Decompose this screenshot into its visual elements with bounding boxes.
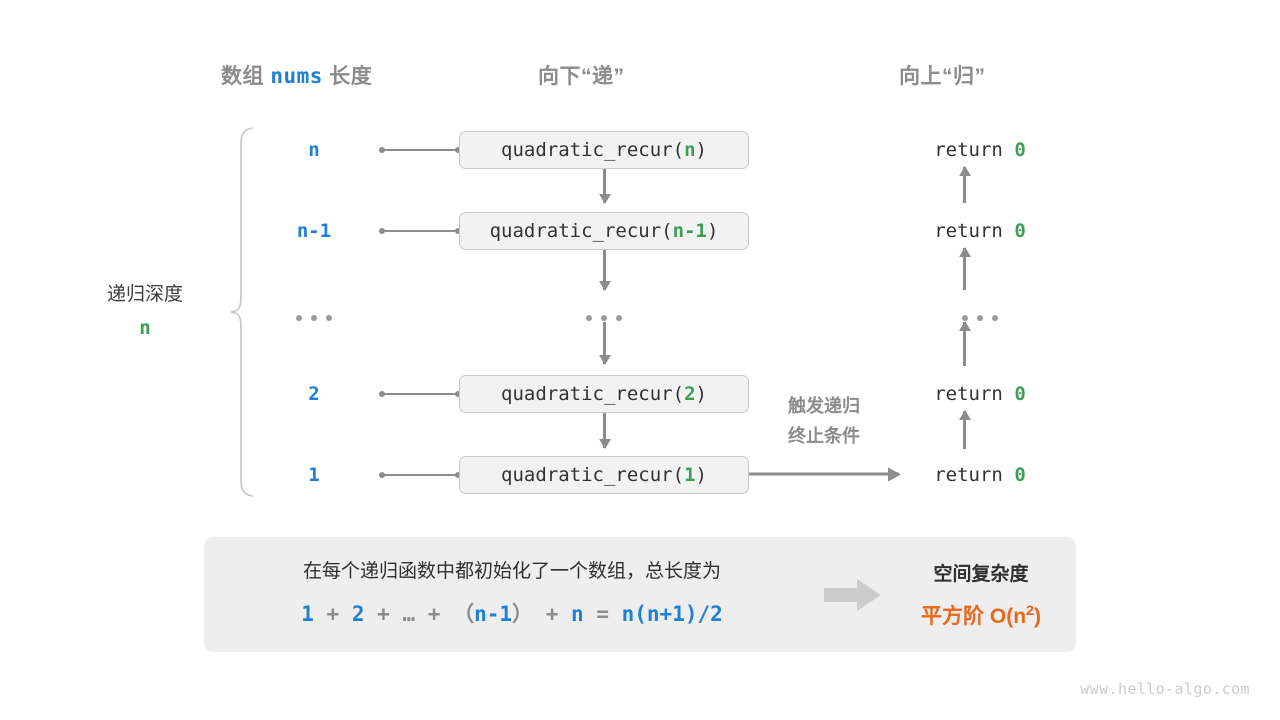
site-watermark: www.hello-algo.com xyxy=(1080,680,1250,698)
function-call-arg: 1 xyxy=(684,464,696,486)
function-call-suffix: ) xyxy=(695,139,707,161)
descend-arrow-1 xyxy=(603,169,606,203)
function-call-arg: n xyxy=(684,139,696,161)
return-value: 0 xyxy=(1014,220,1026,242)
array-length-value: n-1 xyxy=(296,220,332,242)
complexity-exponent: 2 xyxy=(1026,603,1034,619)
row-connector-line xyxy=(380,230,460,232)
return-value: 0 xyxy=(1014,383,1026,405)
ascend-arrow-1 xyxy=(963,167,966,203)
space-complexity-value: 平方阶 O(n2) xyxy=(886,600,1076,630)
function-call-box[interactable]: quadratic_recur(2) xyxy=(459,375,749,413)
depth-brace-icon xyxy=(230,127,253,497)
complexity-label: 平方阶 xyxy=(921,605,985,628)
function-call-box[interactable]: quadratic_recur(1) xyxy=(459,456,749,494)
formula-equals: = xyxy=(596,601,609,626)
function-call-box[interactable]: quadratic_recur(n) xyxy=(459,131,749,169)
array-length-ellipsis-icon xyxy=(258,308,370,321)
formula-paren-open: （ xyxy=(453,601,475,626)
return-keyword: return xyxy=(934,383,1003,405)
column-header-ascend: 向上“归” xyxy=(899,65,986,88)
complexity-notation: O(n2) xyxy=(989,603,1041,628)
function-call-suffix: ) xyxy=(695,464,707,486)
formula-paren-close: ） xyxy=(512,601,534,626)
recursion-depth-label: 递归深度 n xyxy=(70,281,220,342)
recursion-depth-value: n xyxy=(139,316,151,339)
formula-op-1: + xyxy=(326,601,340,626)
return-value: 0 xyxy=(1014,464,1026,486)
formula-op-3: + xyxy=(427,601,441,626)
function-call-suffix: ) xyxy=(706,220,719,242)
return-keyword: return xyxy=(934,139,1003,161)
base-case-note-line1: 触发递归 xyxy=(788,396,860,416)
complexity-tail: ) xyxy=(1033,605,1041,628)
descend-arrow-3 xyxy=(603,322,606,364)
return-statement: return 0 xyxy=(880,464,1080,486)
header-array-prefix: 数组 xyxy=(221,65,264,88)
formula-term-5: n xyxy=(571,601,584,626)
function-call-box[interactable]: quadratic_recur(n-1) xyxy=(459,212,749,250)
column-header-descend: 向下“递” xyxy=(538,65,625,88)
return-statement: return 0 xyxy=(880,383,1080,405)
formula-op-2: + xyxy=(377,601,390,626)
summary-panel: 在每个递归函数中都初始化了一个数组，总长度为 1 + 2 + … + （n-1）… xyxy=(204,537,1076,652)
formula-term-2: 2 xyxy=(351,601,365,626)
base-case-arrow xyxy=(749,472,899,476)
formula-term-3: … xyxy=(402,601,416,626)
return-statement: return 0 xyxy=(880,220,1080,242)
summary-left-column: 在每个递归函数中都初始化了一个数组，总长度为 1 + 2 + … + （n-1）… xyxy=(204,561,812,628)
return-keyword: return xyxy=(934,464,1003,486)
summary-right-column: 空间复杂度 平方阶 O(n2) xyxy=(886,559,1076,630)
recursion-depth-title: 递归深度 xyxy=(106,284,183,305)
base-case-note: 触发递归 终止条件 xyxy=(762,392,886,451)
formula-op-4: + xyxy=(545,601,559,626)
column-header-array-length: 数组 nums 长度 xyxy=(221,60,372,90)
formula-term-1: 1 xyxy=(301,601,314,626)
descend-arrow-2 xyxy=(603,250,606,290)
function-call-suffix: ) xyxy=(695,383,707,405)
array-length-value: 2 xyxy=(308,383,320,405)
base-case-note-line2: 终止条件 xyxy=(788,425,860,446)
return-keyword: return xyxy=(934,220,1003,242)
descend-arrow-4 xyxy=(603,413,606,448)
row-connector-line xyxy=(380,149,460,151)
space-complexity-title: 空间复杂度 xyxy=(933,564,1029,585)
function-call-prefix: quadratic_recur( xyxy=(501,464,685,486)
row-connector-line xyxy=(380,474,460,476)
return-ellipsis-icon xyxy=(880,308,1080,321)
array-length-value: n xyxy=(308,139,320,161)
right-arrow-icon xyxy=(824,578,881,611)
summary-formula: 1 + 2 + … + （n-1） + n = n(n+1)/2 xyxy=(212,598,812,628)
complexity-base: O(n xyxy=(989,605,1027,628)
ascend-arrow-4 xyxy=(963,411,966,449)
array-length-value: 1 xyxy=(308,464,320,486)
return-statement: return 0 xyxy=(880,139,1080,161)
row-connector-line xyxy=(380,393,460,395)
formula-term-4: n-1 xyxy=(474,601,513,626)
function-call-prefix: quadratic_recur( xyxy=(501,383,685,405)
return-value: 0 xyxy=(1014,139,1026,161)
header-array-code: nums xyxy=(270,64,323,88)
function-call-arg: 2 xyxy=(684,383,696,405)
function-call-prefix: quadratic_recur( xyxy=(501,139,685,161)
summary-description: 在每个递归函数中都初始化了一个数组，总长度为 xyxy=(302,561,721,583)
function-call-ellipsis-icon xyxy=(459,308,749,321)
function-call-prefix: quadratic_recur( xyxy=(489,220,673,242)
ascend-arrow-2 xyxy=(963,248,966,290)
header-array-suffix: 长度 xyxy=(329,65,373,88)
formula-result: n(n+1)/2 xyxy=(621,601,723,626)
function-call-arg: n-1 xyxy=(672,220,707,242)
ascend-arrow-3 xyxy=(963,322,966,366)
